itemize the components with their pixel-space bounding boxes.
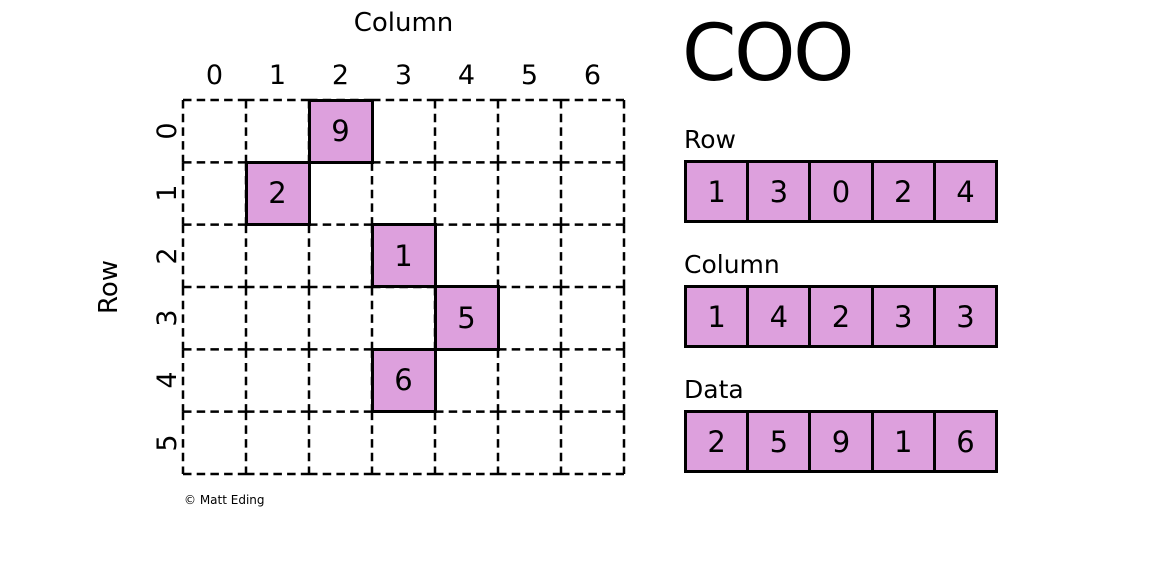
- grid-filled-cell: 1: [370, 223, 437, 289]
- array-cell: 9: [808, 413, 871, 470]
- array-cell: 3: [932, 288, 996, 345]
- page-title: COO: [682, 9, 855, 99]
- array-cell: 4: [746, 288, 809, 345]
- array-cell: 2: [870, 163, 933, 220]
- array-cell: 5: [746, 413, 809, 470]
- array-cell: 2: [808, 288, 871, 345]
- row-tick-label: 1: [151, 184, 183, 203]
- array-cell: 0: [808, 163, 871, 220]
- array-cell: 4: [932, 163, 996, 220]
- grid-filled-cell: 9: [307, 98, 374, 164]
- array-label: Row: [684, 125, 736, 154]
- row-tick-label: 0: [151, 122, 183, 140]
- array-label: Column: [684, 250, 780, 279]
- grid-filled-cell: 5: [433, 285, 500, 351]
- column-tick-label: 5: [520, 60, 539, 91]
- array-label: Data: [684, 375, 744, 404]
- column-tick-label: 6: [583, 60, 602, 91]
- row-tick-label: 4: [151, 371, 183, 390]
- array-cell: 1: [687, 163, 747, 220]
- array-cell: 3: [746, 163, 809, 220]
- array-cell: 3: [870, 288, 933, 345]
- column-tick-label: 1: [268, 60, 287, 91]
- row-tick-label: 3: [151, 309, 183, 327]
- column-tick-label: 4: [457, 60, 476, 91]
- array-cell: 1: [687, 288, 747, 345]
- column-tick-label: 3: [394, 60, 413, 91]
- row-tick-label: 2: [151, 247, 183, 265]
- column-tick-label: 2: [331, 60, 350, 91]
- column-axis-title: Column: [353, 8, 454, 38]
- credit-text: © Matt Eding: [184, 493, 265, 507]
- column-tick-label: 0: [205, 60, 224, 91]
- array-cell: 1: [870, 413, 933, 470]
- row-tick-label: 5: [151, 434, 183, 452]
- array-cell: 2: [687, 413, 747, 470]
- grid-filled-cell: 6: [370, 347, 437, 414]
- grid-filled-cell: 2: [244, 160, 311, 227]
- row-axis-title: Row: [94, 259, 124, 315]
- array-cell: 6: [932, 413, 996, 470]
